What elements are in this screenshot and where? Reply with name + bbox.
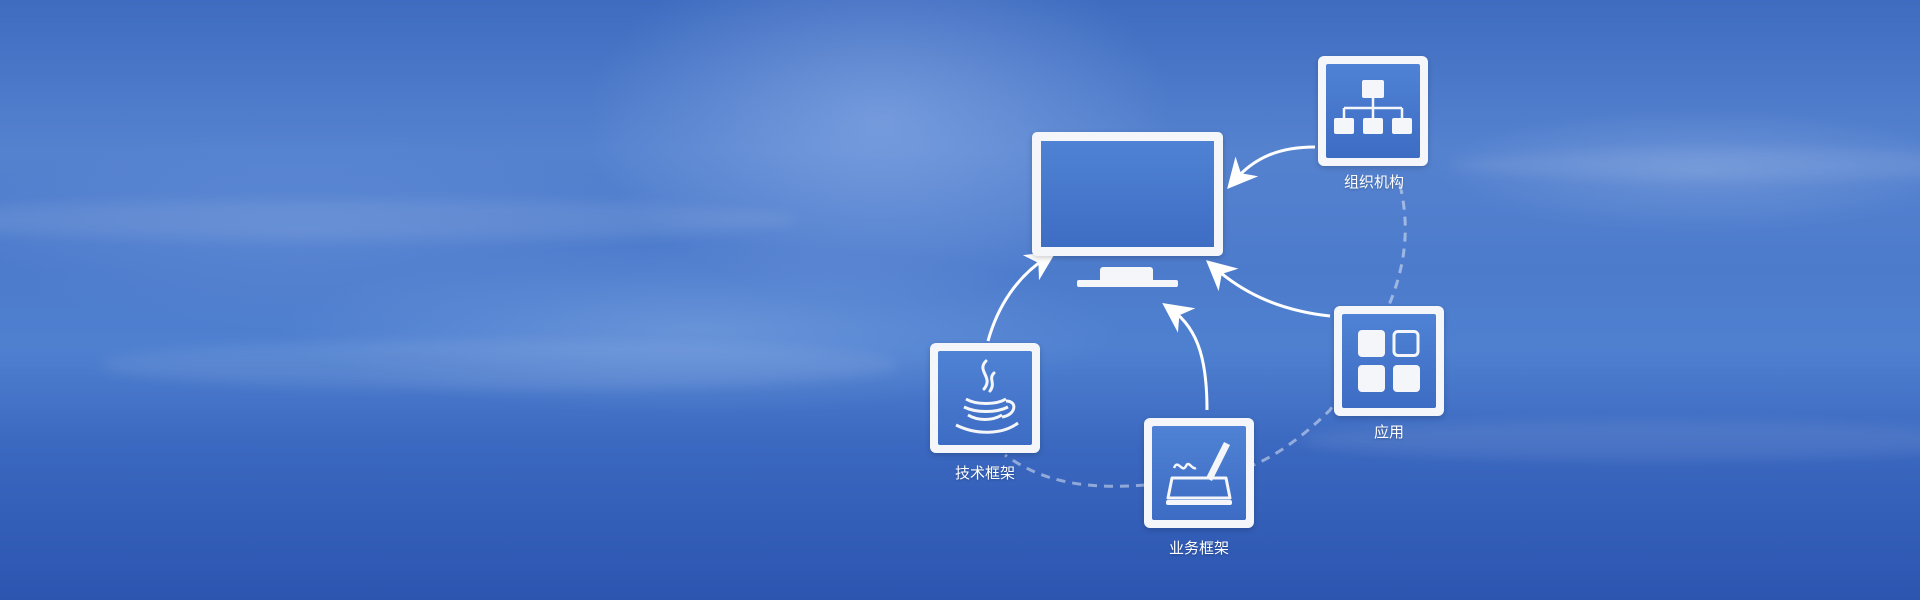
arrow-apps-to-center bbox=[1205, 260, 1331, 318]
arrow-org-to-center bbox=[1227, 145, 1316, 190]
background-streak bbox=[0, 200, 800, 240]
org-chart-icon bbox=[1334, 80, 1412, 134]
background-streak bbox=[1300, 420, 1920, 460]
arrow-tech-to-center bbox=[986, 251, 1057, 342]
org-node[interactable] bbox=[1318, 56, 1428, 166]
dashed-ring bbox=[1004, 453, 1146, 488]
arrow-biz-to-center bbox=[1162, 303, 1209, 411]
background-streak bbox=[100, 340, 900, 390]
app-grid-icon bbox=[1358, 330, 1420, 392]
apps-node[interactable] bbox=[1334, 306, 1444, 416]
biz-node[interactable] bbox=[1144, 418, 1254, 528]
biz-node-label: 业务框架 bbox=[1168, 540, 1229, 557]
background-streak bbox=[1450, 150, 1920, 180]
monitor-stand bbox=[1100, 267, 1153, 280]
tech-node[interactable] bbox=[930, 343, 1040, 453]
org-node-label: 组织机构 bbox=[1343, 174, 1404, 191]
tech-node-label: 技术框架 bbox=[954, 465, 1015, 482]
tablet-pen-icon bbox=[1166, 442, 1232, 505]
monitor-screen bbox=[1041, 141, 1214, 247]
java-cup-icon bbox=[955, 359, 1019, 434]
monitor-base bbox=[1077, 280, 1178, 287]
apps-node-label: 应用 bbox=[1373, 424, 1404, 441]
monitor-chart-icon bbox=[1032, 132, 1223, 256]
